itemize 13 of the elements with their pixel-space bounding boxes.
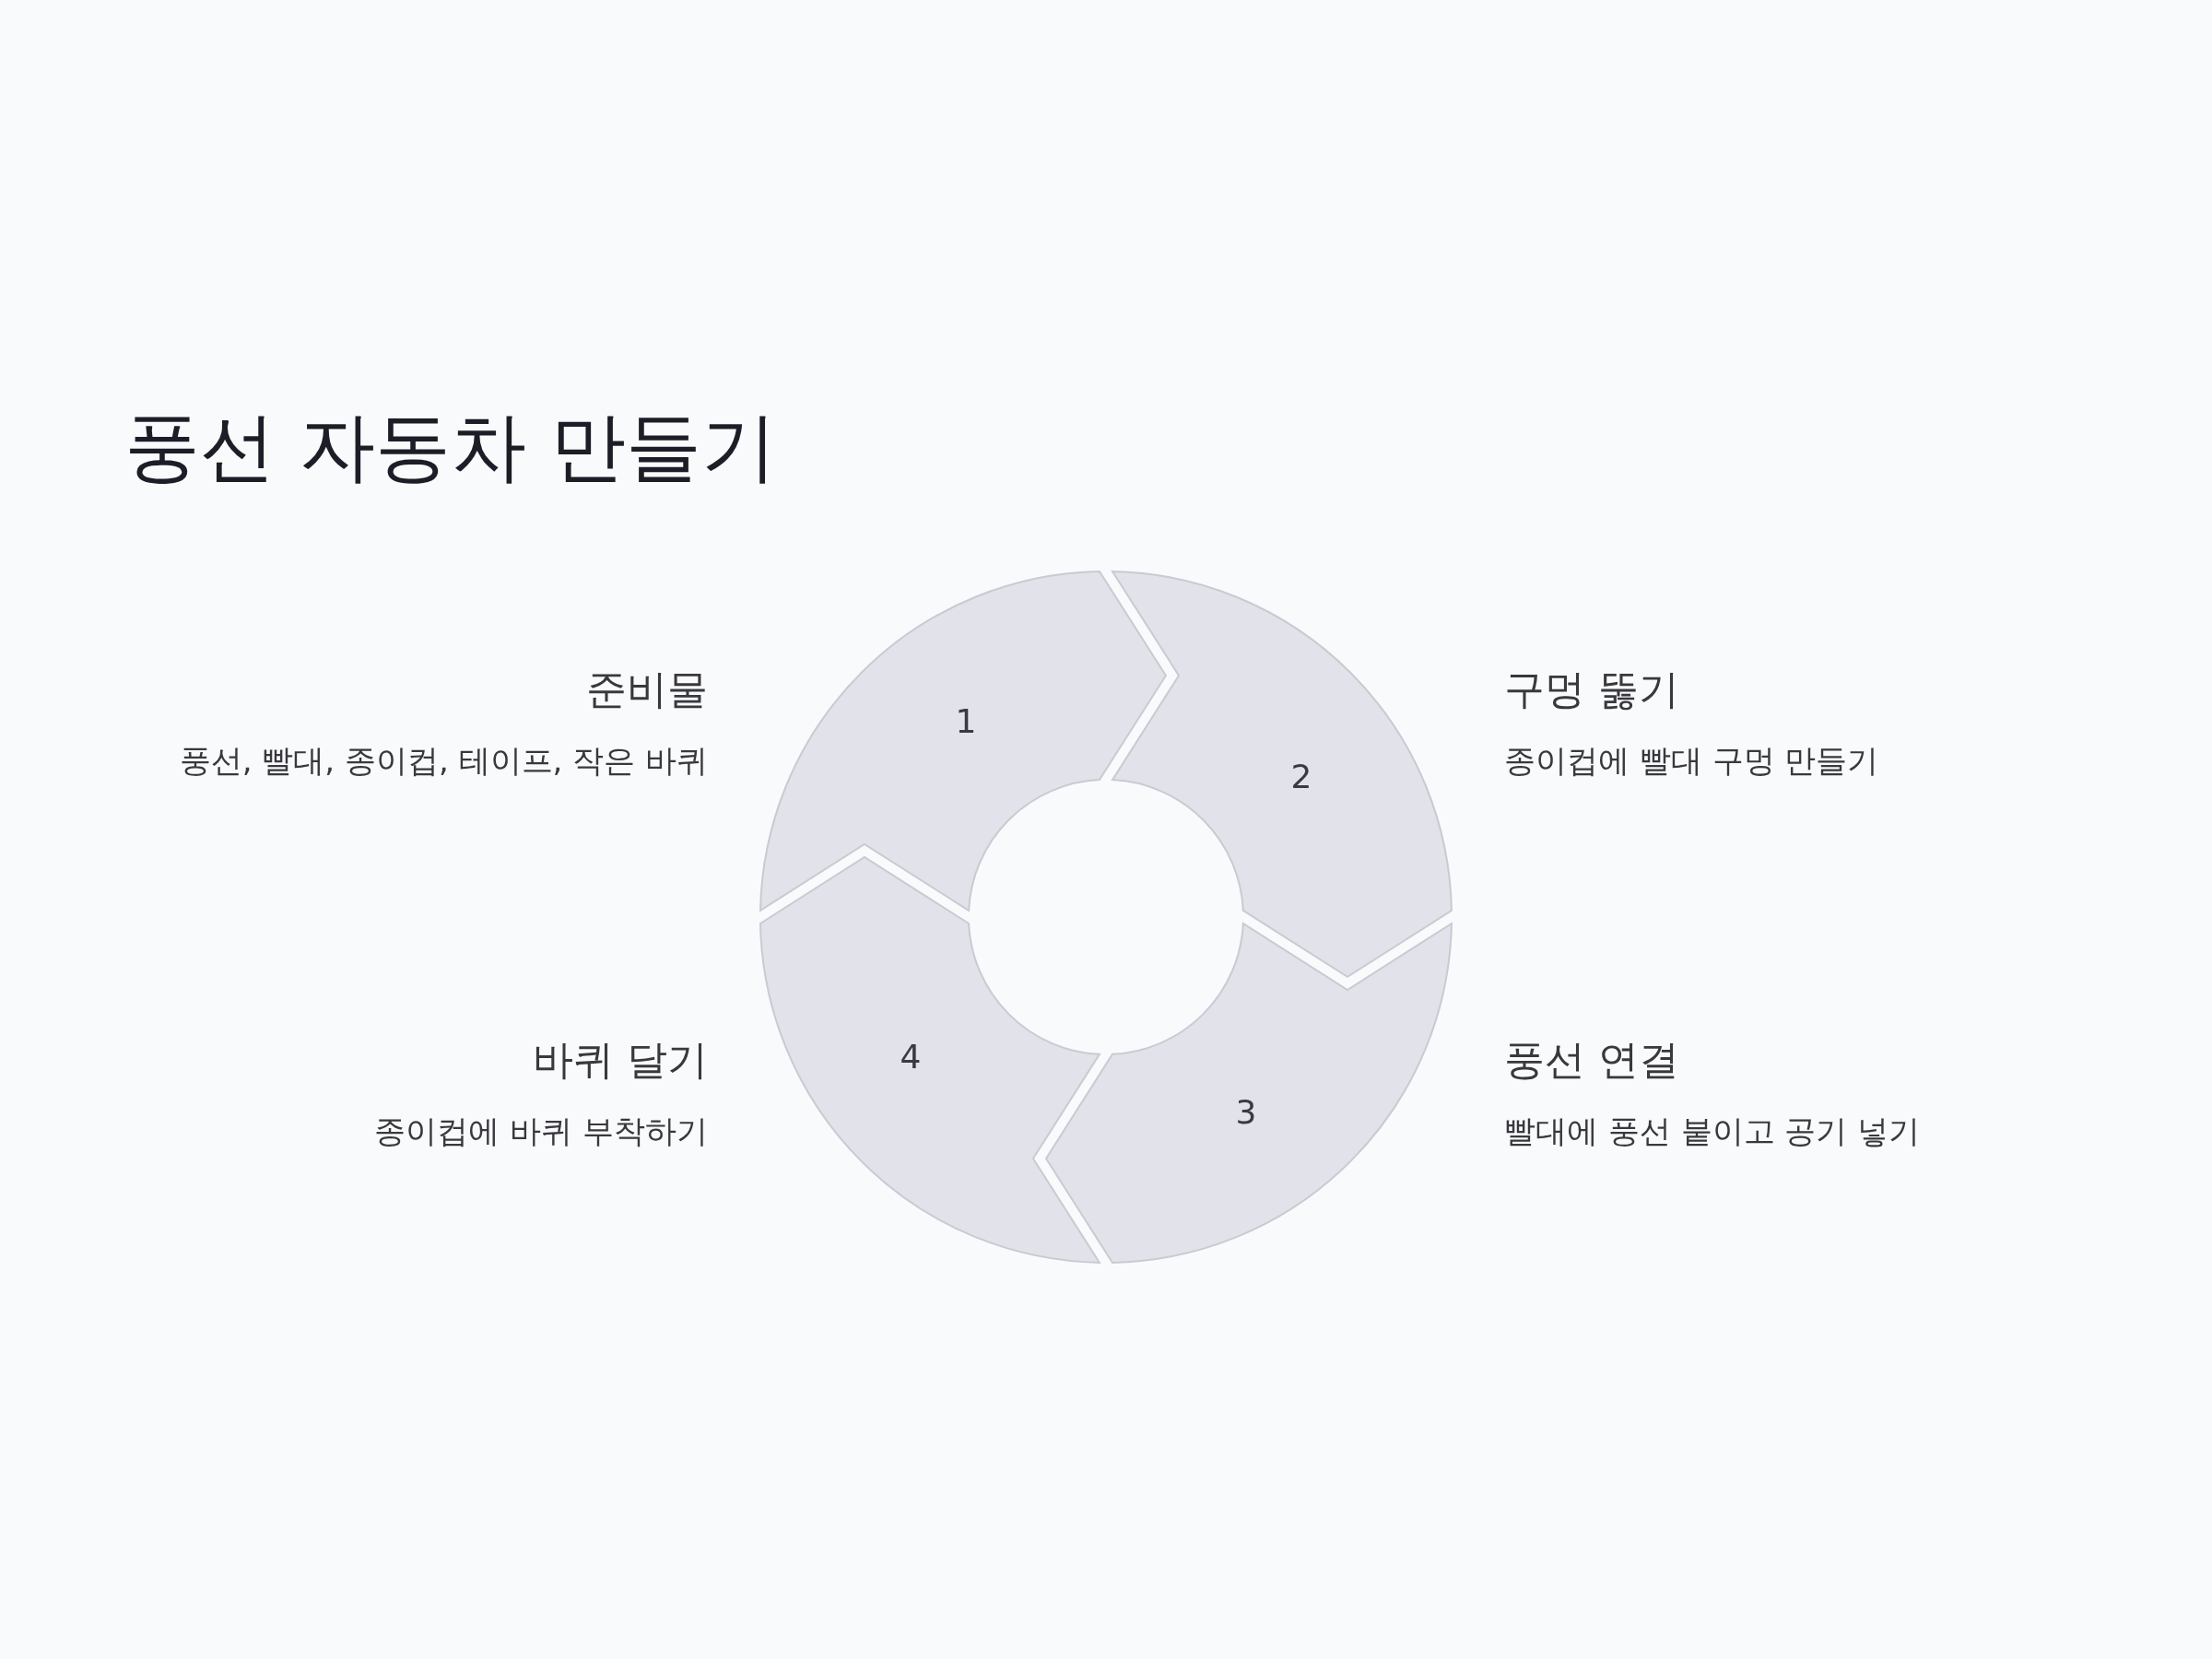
step-description: 빨대에 풍선 붙이고 공기 넣기 — [1504, 1112, 1921, 1150]
step-title: 풍선 연결 — [1504, 1036, 1680, 1085]
step-title: 구멍 뚫기 — [1504, 665, 1680, 714]
step-title: 준비물 — [586, 665, 708, 714]
step-number: 4 — [900, 1041, 922, 1074]
step-number: 1 — [955, 705, 977, 738]
step-description: 종이컵에 빨대 구멍 만들기 — [1504, 741, 1879, 780]
diagram-title: 풍선 자동차 만들기 — [124, 402, 778, 492]
step-description: 종이컵에 바퀴 부착하기 — [374, 1112, 708, 1150]
step-number: 3 — [1235, 1096, 1257, 1129]
step-description: 풍선, 빨대, 종이컵, 테이프, 작은 바퀴 — [179, 741, 708, 780]
step-title: 바퀴 달기 — [533, 1036, 708, 1085]
step-number: 2 — [1290, 760, 1312, 794]
